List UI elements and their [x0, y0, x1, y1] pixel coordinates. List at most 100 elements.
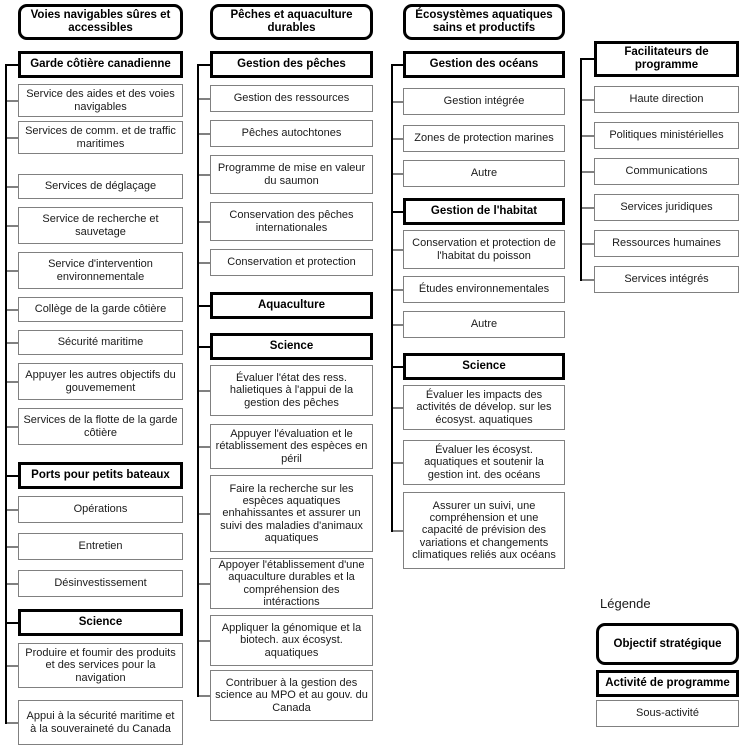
- subactivity-box-services-de-comm-et-de-traffic-maritimes[interactable]: Services de comm. et de traffic maritime…: [18, 121, 183, 154]
- subactivity-box-services-integres[interactable]: Services intégrés: [594, 266, 739, 293]
- objective-box-peches-et-aquaculture-durables[interactable]: Pêches et aquaculture durables: [210, 4, 373, 40]
- activity-box-facilitateurs-de-programme[interactable]: Facilitateurs de programme: [594, 41, 739, 77]
- subactivity-box-conservation-et-protection[interactable]: Conservation et protection: [210, 249, 373, 276]
- subactivity-box-services-juridiques[interactable]: Services juridiques: [594, 194, 739, 221]
- connector-horizontal: [5, 136, 18, 139]
- subactivity-box-conservation-des-peches-internationales[interactable]: Conservation des pêches internationales: [210, 202, 373, 241]
- subactivity-box-service-de-recherche-et-sauvetage[interactable]: Service de recherche et sauvetage: [18, 207, 183, 244]
- subactivity-box-operations[interactable]: Opérations: [18, 496, 183, 523]
- subactivity-box-assurer-un-suivi-une-comprehension-et-un[interactable]: Assurer un suivi, une compréhension et u…: [403, 492, 565, 569]
- subactivity-box-conservation-et-protection-de-l-habitat-[interactable]: Conservation et protection de l'habitat …: [403, 230, 565, 269]
- subactivity-box-contribuer-a-la-gestion-des-science-au-m[interactable]: Contribuer à la gestion des science au M…: [210, 670, 373, 721]
- connector-vertical: [580, 58, 582, 281]
- subactivity-box-gestion-des-ressources[interactable]: Gestion des ressources: [210, 85, 373, 112]
- connector-horizontal: [5, 99, 18, 102]
- subactivity-box-services-de-deglacage[interactable]: Services de déglaçage: [18, 174, 183, 199]
- subactivity-box-appoyer-l-etablissement-d-une-aquacultur[interactable]: Appoyer l'établissement d'une aquacultur…: [210, 558, 373, 609]
- connector-horizontal: [580, 58, 594, 60]
- connector-horizontal: [391, 461, 403, 464]
- connector-horizontal: [580, 278, 594, 281]
- connector-horizontal: [5, 185, 18, 188]
- objective-box-ecosystemes-aquatiques-sains-et-producti[interactable]: Écosystèmes aquatiques sains et producti…: [403, 4, 565, 40]
- connector-horizontal: [391, 406, 403, 409]
- activity-box-garde-cotiere-canadienne[interactable]: Garde côtière canadienne: [18, 51, 183, 78]
- subactivity-box-securite-maritime[interactable]: Sécurité maritime: [18, 330, 183, 355]
- activity-box-ports-pour-petits-bateaux[interactable]: Ports pour petits bateaux: [18, 462, 183, 489]
- activity-box-science[interactable]: Science: [210, 333, 373, 360]
- connector-horizontal: [5, 224, 18, 227]
- connector-horizontal: [197, 694, 210, 697]
- subactivity-box-desinvestissement[interactable]: Désinvestissement: [18, 570, 183, 597]
- connector-vertical: [5, 63, 7, 724]
- connector-horizontal: [197, 63, 210, 66]
- connector-horizontal: [197, 445, 210, 448]
- connector-horizontal: [5, 269, 18, 272]
- connector-horizontal: [5, 425, 18, 428]
- connector-horizontal: [391, 288, 403, 291]
- subactivity-box-produire-et-foumir-des-produits-et-des-s[interactable]: Produire et foumir des produits et des s…: [18, 643, 183, 688]
- subactivity-box-appui-a-la-securite-maritime-et-a-la-sou[interactable]: Appui à la sécurité maritime et à la sou…: [18, 700, 183, 745]
- subactivity-box-communications[interactable]: Communications: [594, 158, 739, 185]
- connector-horizontal: [391, 323, 403, 326]
- connector-horizontal: [5, 721, 18, 724]
- connector-horizontal: [5, 621, 18, 624]
- legend-item-activity[interactable]: Activité de programme: [596, 670, 739, 697]
- connector-horizontal: [391, 210, 403, 213]
- legend-item-sub[interactable]: Sous-activité: [596, 700, 739, 727]
- subactivity-box-politiques-ministerielles[interactable]: Politiques ministérielles: [594, 122, 739, 149]
- connector-horizontal: [580, 206, 594, 209]
- activity-box-aquaculture[interactable]: Aquaculture: [210, 292, 373, 319]
- subactivity-box-peches-autochtones[interactable]: Pêches autochtones: [210, 120, 373, 147]
- connector-horizontal: [391, 529, 403, 532]
- connector-horizontal: [197, 582, 210, 585]
- subactivity-box-services-de-la-flotte-de-la-garde-cotier[interactable]: Services de la flotte de la garde côtièr…: [18, 408, 183, 445]
- connector-horizontal: [391, 63, 403, 66]
- connector-vertical: [391, 63, 393, 532]
- activity-box-gestion-de-l-habitat[interactable]: Gestion de l'habitat: [403, 198, 565, 225]
- subactivity-box-appuyer-les-autres-objectifs-du-gouvemem[interactable]: Appuyer les autres objectifs du gouvemem…: [18, 363, 183, 400]
- connector-horizontal: [5, 545, 18, 548]
- connector-horizontal: [391, 248, 403, 251]
- legend-item-objective[interactable]: Objectif stratégique: [596, 623, 739, 665]
- subactivity-box-entretien[interactable]: Entretien: [18, 533, 183, 560]
- activity-box-science[interactable]: Science: [18, 609, 183, 636]
- connector-horizontal: [197, 220, 210, 223]
- subactivity-box-programme-de-mise-en-valeur-du-saumon[interactable]: Programme de mise en valeur du saumon: [210, 155, 373, 194]
- subactivity-box-faire-la-recherche-sur-les-especes-aquat[interactable]: Faire la recherche sur les espèces aquat…: [210, 475, 373, 552]
- subactivity-box-service-des-aides-et-des-voies-navigable[interactable]: Service des aides et des voies navigable…: [18, 84, 183, 117]
- subactivity-box-evaluer-l-etat-des-ress-halietiques-a-l-[interactable]: Évaluer l'état des ress. halietiques à l…: [210, 365, 373, 416]
- connector-horizontal: [197, 173, 210, 176]
- legend-title: Légende: [600, 596, 651, 611]
- subactivity-box-service-d-intervention-environnementale[interactable]: Service d'intervention environnementale: [18, 252, 183, 289]
- connector-horizontal: [197, 132, 210, 135]
- connector-horizontal: [580, 170, 594, 173]
- connector-horizontal: [391, 365, 403, 368]
- connector-horizontal: [5, 474, 18, 477]
- subactivity-box-autre[interactable]: Autre: [403, 311, 565, 338]
- subactivity-box-gestion-integree[interactable]: Gestion intégrée: [403, 88, 565, 115]
- activity-box-science[interactable]: Science: [403, 353, 565, 380]
- subactivity-box-evaluer-les-impacts-des-activites-de-dev[interactable]: Évaluer les impacts des activités de dév…: [403, 385, 565, 430]
- connector-horizontal: [5, 664, 18, 667]
- subactivity-box-evaluer-les-ecosyst-aquatiques-et-souten[interactable]: Évaluer les écosyst. aquatiques et soute…: [403, 440, 565, 485]
- subactivity-box-college-de-la-garde-cotiere[interactable]: Collège de la garde côtière: [18, 297, 183, 322]
- connector-horizontal: [197, 389, 210, 392]
- subactivity-box-etudes-environnementales[interactable]: Études environnementales: [403, 276, 565, 303]
- subactivity-box-zones-de-protection-marines[interactable]: Zones de protection marines: [403, 125, 565, 152]
- connector-horizontal: [197, 261, 210, 264]
- connector-horizontal: [580, 98, 594, 101]
- subactivity-box-ressources-humaines[interactable]: Ressources humaines: [594, 230, 739, 257]
- objective-box-voies-navigables-sures-et-accessibles[interactable]: Voies navigables sûres et accessibles: [18, 4, 183, 40]
- subactivity-box-appuyer-l-evaluation-et-le-retablissemen[interactable]: Appuyer l'évaluation et le rétablissemen…: [210, 424, 373, 469]
- subactivity-box-autre[interactable]: Autre: [403, 160, 565, 187]
- connector-horizontal: [197, 345, 210, 348]
- connector-horizontal: [5, 380, 18, 383]
- connector-horizontal: [391, 137, 403, 140]
- connector-horizontal: [580, 134, 594, 137]
- subactivity-box-appliquer-la-genomique-et-la-biotech-aux[interactable]: Appliquer la génomique et la biotech. au…: [210, 615, 373, 666]
- connector-vertical: [197, 63, 199, 697]
- subactivity-box-haute-direction[interactable]: Haute direction: [594, 86, 739, 113]
- activity-box-gestion-des-peches[interactable]: Gestion des pêches: [210, 51, 373, 78]
- activity-box-gestion-des-oceans[interactable]: Gestion des océans: [403, 51, 565, 78]
